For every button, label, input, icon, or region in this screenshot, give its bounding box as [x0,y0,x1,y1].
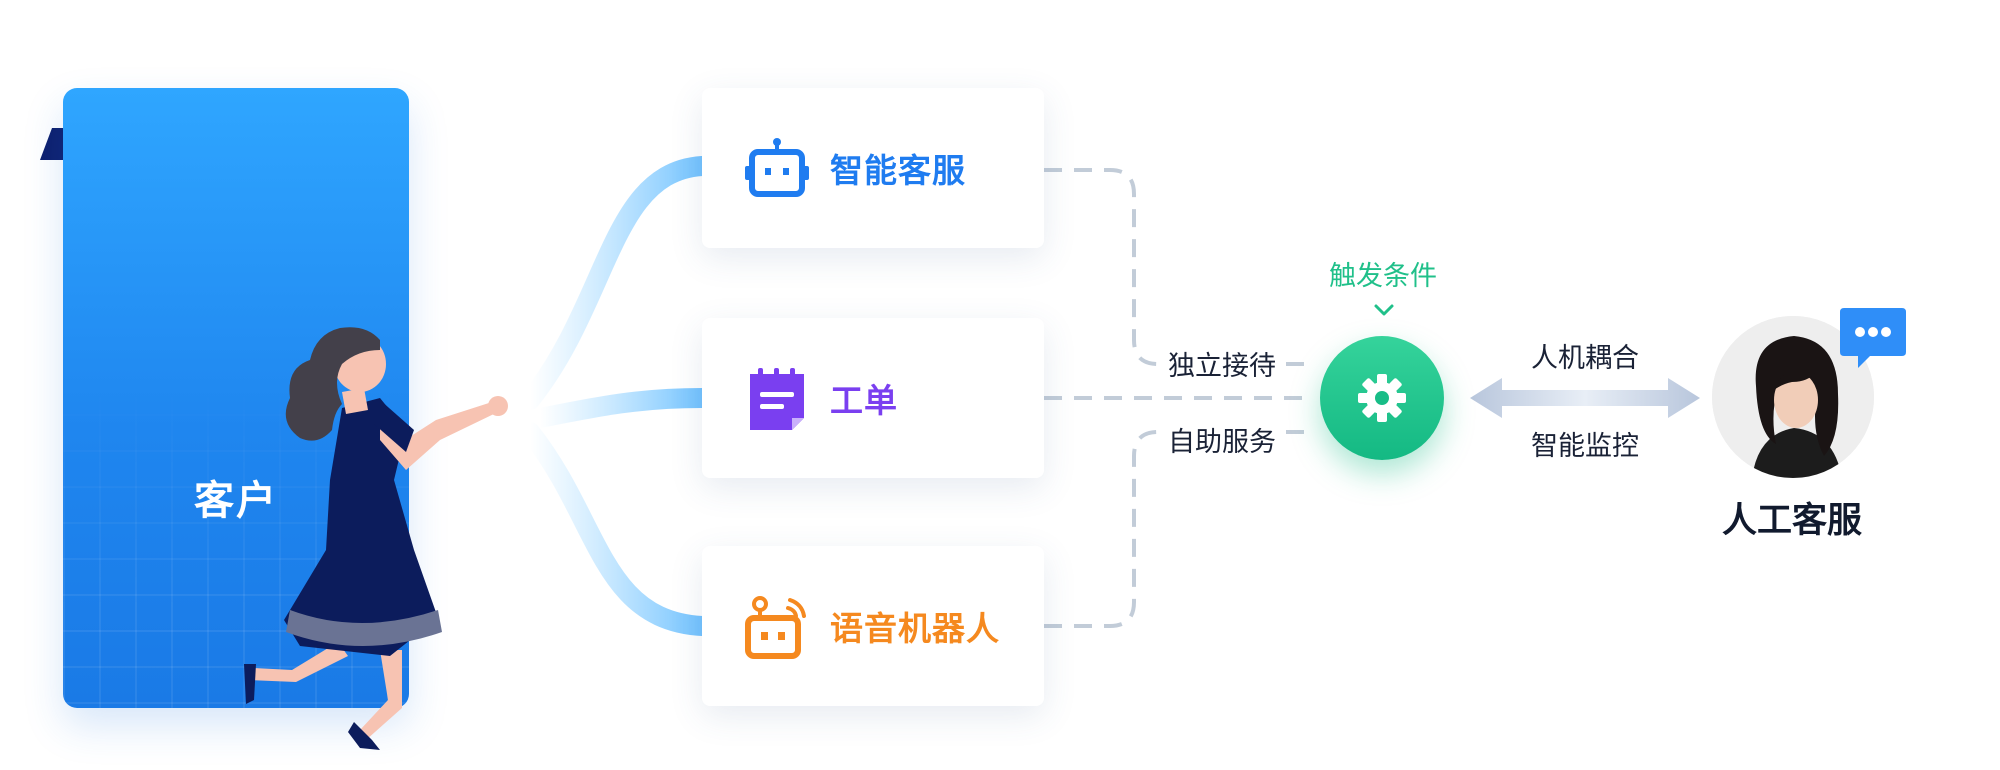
ribbon-to-smart-service [520,156,712,410]
card-label-voice-robot: 语音机器人 [830,609,1000,648]
human-machine-coupling-label: 人机耦合 [1531,343,1639,374]
card-voice-robot[interactable]: 语音机器人 [702,546,1044,706]
customer-label: 客户 [194,478,278,524]
card-label-smart-service: 智能客服 [830,151,966,190]
human-agent-label: 人工客服 [1721,501,1862,541]
card-label-ticket: 工单 [830,381,898,420]
voice-robot-icon [745,596,806,659]
dash-voice-robot [1044,430,1168,628]
trigger-node[interactable] [1320,336,1444,460]
customer-illustration [244,327,508,750]
ribbon-to-voice-robot [520,422,712,636]
card-smart-service[interactable]: 智能客服 [702,88,1044,248]
chevron-down-icon [1374,304,1394,316]
dash-smart-service [1044,168,1168,366]
ribbon-to-ticket [530,388,712,428]
chat-bubble-icon [1840,308,1906,368]
double-arrow-icon [1470,378,1700,418]
self-service-label: 自助服务 [1168,427,1276,458]
smart-monitoring-label: 智能监控 [1531,431,1639,462]
independent-reception-label: 独立接待 [1168,351,1276,382]
gear-icon [1358,374,1406,422]
trigger-condition-label: 触发条件 [1329,261,1437,292]
ticket-icon [750,368,804,430]
card-ticket[interactable]: 工单 [702,318,1044,478]
robot-icon [745,138,809,197]
